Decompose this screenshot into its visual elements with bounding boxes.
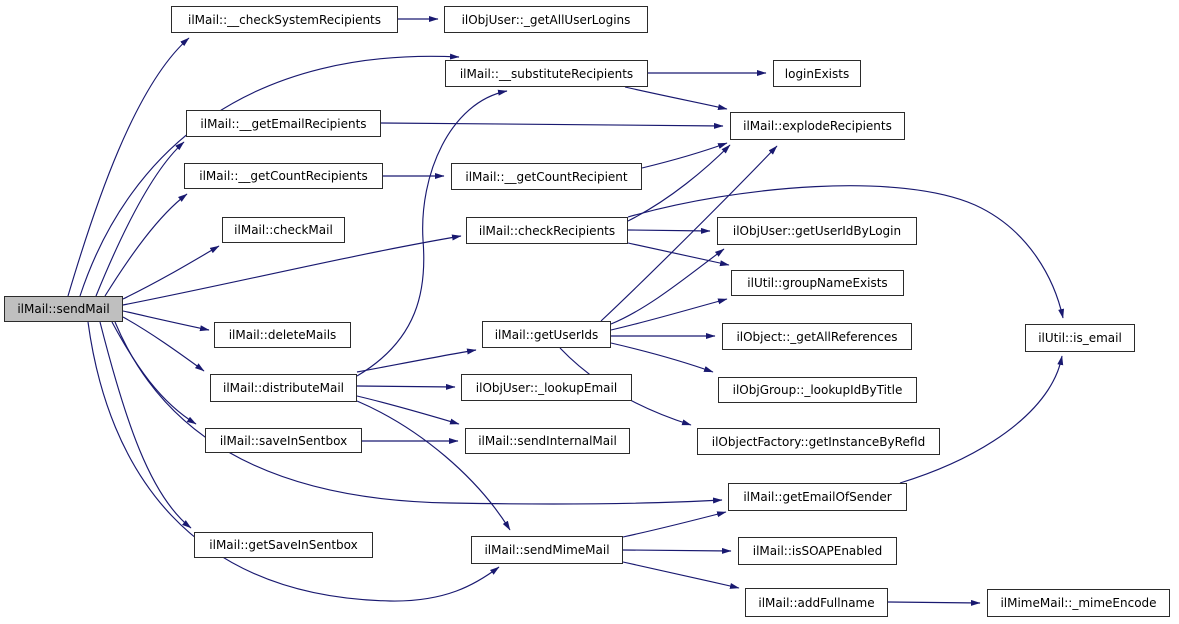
- node-ilmail-checkmail[interactable]: ilMail::checkMail: [222, 217, 345, 243]
- edge-getCountRecipient-explodeRecipients: [641, 142, 728, 169]
- edge-distributeMail-sendInternalMail: [356, 395, 460, 425]
- edge-sendMimeMail-isSOAPEnabled: [622, 547, 732, 554]
- edge-checkRecipients-isEmail: [627, 185, 1065, 319]
- node-ilmail-sendmimemail[interactable]: ilMail::sendMimeMail: [471, 536, 623, 564]
- edge-getUserIds-getUserIdByLogin: [610, 248, 725, 325]
- node-ilmail-addfullname[interactable]: ilMail::addFullname: [745, 588, 888, 617]
- edge-checkRecipients-getUserIdByLogin: [627, 227, 711, 234]
- node-ilobjectfactory-getinstancebyrefid[interactable]: ilObjectFactory::getInstanceByRefId: [697, 428, 940, 455]
- edge-substituteRecipients-explodeRecipients: [624, 86, 728, 110]
- edge-sendMail-deleteMails: [122, 310, 210, 332]
- edge-distributeMail-getUserIds: [356, 348, 477, 373]
- node-ilmail-getcountrecipients[interactable]: ilMail::__getCountRecipients: [184, 163, 383, 189]
- node-ilmail-substituterecipients[interactable]: ilMail::__substituteRecipients: [445, 60, 648, 87]
- edge-sendMail-getEmailOfSender: [114, 321, 723, 505]
- edge-sendMimeMail-addFullname: [622, 561, 740, 589]
- node-ilmail-issoapenabled[interactable]: ilMail::isSOAPEnabled: [738, 537, 897, 565]
- node-ilmail-checkrecipients[interactable]: ilMail::checkRecipients: [466, 217, 628, 244]
- node-ilutil-is-email[interactable]: ilUtil::is_email: [1025, 324, 1135, 352]
- edge-getEmailOfSender-isEmail: [899, 355, 1064, 484]
- node-loginexists[interactable]: loginExists: [773, 60, 861, 87]
- edge-sendMail-checkMail: [122, 245, 220, 300]
- node-ilobjgroup-lookupidbytitle[interactable]: ilObjGroup::_lookupIdByTitle: [718, 377, 917, 403]
- node-ilmail-getuserids[interactable]: ilMail::getUserIds: [482, 321, 611, 348]
- edge-checkRecipients-groupNameExists: [627, 242, 730, 267]
- node-ilmail-exploderecipients[interactable]: ilMail::explodeRecipients: [730, 112, 905, 140]
- node-ilmail-saveinsentbox[interactable]: ilMail::saveInSentbox: [205, 428, 362, 453]
- edge-getUserIds-explodeRecipients: [600, 145, 778, 322]
- node-ilmail-getemailrecipients[interactable]: ilMail::__getEmailRecipients: [186, 110, 381, 137]
- edge-getEmailRecipients-explodeRecipients: [380, 122, 724, 129]
- edge-sendMail-distributeMail: [122, 316, 205, 372]
- node-ilmail-sendinternalmail[interactable]: ilMail::sendInternalMail: [465, 428, 630, 454]
- node-ilobjuser-getalluserlogins[interactable]: ilObjUser::_getAllUserLogins: [444, 6, 648, 33]
- edge-sendMimeMail-getEmailOfSender: [622, 511, 727, 538]
- node-ilmail-getemailofsender[interactable]: ilMail::getEmailOfSender: [728, 483, 907, 511]
- edge-sendMail-sendMimeMail: [87, 321, 500, 602]
- node-ilobjuser-getuseridbylogin[interactable]: ilObjUser::getUserIdByLogin: [717, 217, 917, 245]
- node-ilmail-getsaveinsentbox[interactable]: ilMail::getSaveInSentbox: [194, 532, 373, 558]
- node-ilmail-deletemails[interactable]: ilMail::deleteMails: [214, 322, 351, 348]
- edge-sendMail-getEmailRecipients: [95, 141, 185, 297]
- edge-distributeMail-substituteRecipients: [356, 89, 508, 377]
- node-ilutil-groupnameexists[interactable]: ilUtil::groupNameExists: [731, 270, 904, 296]
- node-ilmail-getcountrecipient[interactable]: ilMail::__getCountRecipient: [451, 163, 642, 190]
- edge-distributeMail-sendMimeMail: [356, 400, 511, 531]
- node-ilmail-distributemail[interactable]: ilMail::distributeMail: [210, 374, 357, 402]
- edge-sendMail-getSaveInSentbox: [99, 321, 192, 529]
- edge-distributeMail-lookupEmail: [356, 383, 456, 390]
- edge-sendMail-saveInSentbox: [111, 321, 197, 425]
- node-ilobjuser-lookupemail[interactable]: ilObjUser::_lookupEmail: [461, 374, 632, 401]
- edge-addFullname-mimeEncode: [887, 599, 981, 606]
- node-ilmail-sendmail[interactable]: ilMail::sendMail: [4, 296, 123, 322]
- node-ilobject-getallreferences[interactable]: ilObject::_getAllReferences: [722, 323, 912, 350]
- edge-sendMail-getCountRecipients: [104, 193, 188, 297]
- edge-getUserIds-groupNameExists: [610, 298, 728, 331]
- node-ilmail-checksystemrecipients[interactable]: ilMail::__checkSystemRecipients: [171, 6, 398, 33]
- edge-sendMail-checkRecipients: [122, 234, 462, 306]
- edge-getUserIds-lookupIdByTitle: [610, 342, 714, 373]
- edge-sendMail-checkSystemRecipients: [67, 37, 190, 297]
- node-ilmimemail-mimeencode[interactable]: ilMimeMail::_mimeEncode: [987, 589, 1170, 617]
